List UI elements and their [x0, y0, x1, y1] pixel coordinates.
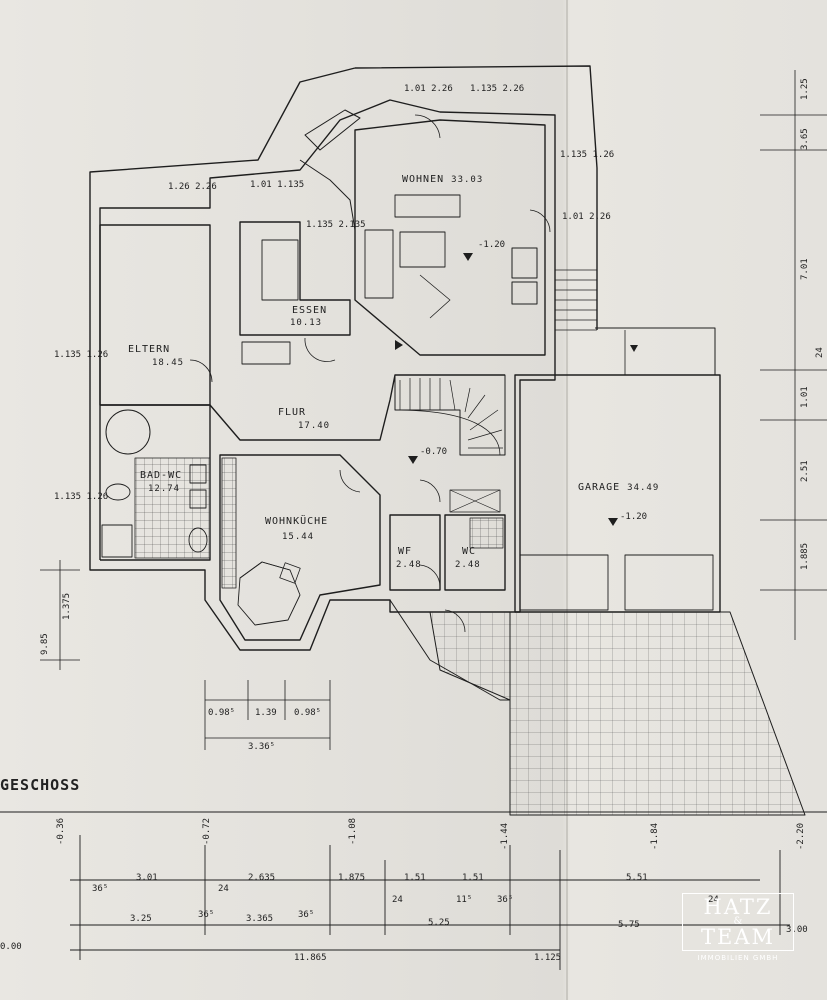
eltern-room	[99, 224, 211, 406]
room-label-flur: FLUR	[278, 407, 307, 418]
dim-right: 3.65	[800, 128, 810, 150]
level-marker-wohnen	[463, 253, 473, 261]
room-area-essen: 10.13	[290, 318, 323, 328]
room-area-eltern: 18.45	[152, 358, 185, 368]
dim-small: 36⁵	[497, 895, 514, 905]
dim-small: 24	[708, 895, 719, 905]
storey-title: GESCHOSS	[0, 776, 81, 794]
window-dim: 1.26 2.26	[168, 182, 217, 192]
window-dim: 1.01 2.26	[404, 84, 453, 94]
level-bottom: -0.72	[202, 817, 212, 845]
dim-row1: 1.51	[462, 873, 484, 883]
level-flur: -0.70	[420, 447, 448, 457]
level-bottom: -0.36	[56, 817, 66, 845]
wohnkueche-room	[219, 454, 381, 641]
essen-room	[239, 221, 351, 336]
level-bottom: -1.84	[650, 822, 660, 850]
paved-entrance	[429, 611, 511, 701]
paved-driveway	[509, 611, 806, 816]
room-area-bad-wc: 12.74	[148, 484, 181, 494]
dim-total: 3.00	[786, 925, 808, 935]
dim-row2: 5.75	[618, 920, 640, 930]
dim-row1: 1.875	[338, 873, 366, 883]
dim-small: 36⁵	[198, 910, 215, 920]
dim-left: 1.135 1.26	[54, 492, 109, 502]
level-marker-garage	[608, 518, 618, 526]
dim-total: 11.865	[294, 953, 327, 963]
dim-row2: 3.25	[130, 914, 152, 924]
dim-small: 24	[218, 884, 229, 894]
hatz-team-logo: HATZ & TEAM IMMOBILIEN GMBH	[680, 893, 796, 975]
dim-row1: 1.51	[404, 873, 426, 883]
bay-dim: 3.36⁵	[248, 742, 276, 752]
dim-left: 1.135 1.26	[54, 350, 109, 360]
room-label-wohnkueche: WOHNKÜCHE	[265, 516, 329, 527]
level-bottom: -1.44	[500, 822, 510, 850]
window-dim: 1.135 2.135	[306, 220, 366, 230]
level-bottom: -2.20	[796, 822, 806, 850]
outer-wall	[89, 99, 556, 651]
dim-right: 1.885	[800, 542, 810, 570]
dim-small: 11⁵	[456, 895, 473, 905]
window-dim: 1.01 1.135	[250, 180, 305, 190]
dim-total: 0.00	[0, 942, 22, 952]
dim-small: 36⁵	[92, 884, 109, 894]
level-wohnen: -1.20	[478, 240, 506, 250]
dim-total: 1.125	[534, 953, 562, 963]
room-label-eltern: ELTERN	[128, 344, 171, 355]
level-bottom: -1.08	[348, 817, 358, 845]
dim-right: 24	[815, 347, 825, 358]
room-area-flur: 17.40	[298, 421, 331, 431]
room-label-garage: GARAGE 34.49	[578, 482, 660, 493]
window-dim: 1.135 2.26	[470, 84, 525, 94]
dim-row2: 3.365	[246, 914, 274, 924]
bay-dim: 1.39	[255, 708, 277, 718]
window-dim: 1.135 1.26	[560, 150, 615, 160]
room-label-wohnen: WOHNEN 33.03	[402, 174, 484, 185]
dim-right: 1.01	[800, 386, 810, 408]
dim-small: 36⁵	[298, 910, 315, 920]
room-area-wohnkueche: 15.44	[282, 532, 315, 542]
flur-walls	[209, 374, 505, 441]
dim-row1: 2.635	[248, 873, 276, 883]
room-label-wc: WC	[462, 546, 477, 557]
dim-right: 1.25	[800, 78, 810, 100]
dim-row1: 3.01	[136, 873, 158, 883]
room-area-wf: 2.48	[396, 560, 422, 570]
bay-dim: 0.98⁵	[208, 708, 236, 718]
wohnen-room	[354, 119, 546, 356]
level-garage: -1.20	[620, 512, 648, 522]
dim-right: 7.01	[800, 258, 810, 280]
dim-small: 24	[392, 895, 403, 905]
window-dim: 1.01 2.26	[562, 212, 611, 222]
garage-room	[514, 374, 721, 613]
room-area-wc: 2.48	[455, 560, 481, 570]
bay-dim: 0.98⁵	[294, 708, 322, 718]
level-marker-flur	[408, 456, 418, 464]
wc-room	[444, 514, 506, 591]
terrace-outline	[89, 65, 598, 330]
dim-row1: 5.51	[626, 873, 648, 883]
dim-right: 2.51	[800, 460, 810, 482]
dim-row2: 5.25	[428, 918, 450, 928]
room-label-bad-wc: BAD-WC	[140, 470, 183, 481]
room-label-essen: ESSEN	[292, 305, 328, 316]
wf-room	[389, 514, 441, 591]
room-label-wf: WF	[398, 546, 413, 557]
dim-left: 1.375	[62, 592, 72, 620]
dim-left: 9.85	[40, 633, 50, 655]
